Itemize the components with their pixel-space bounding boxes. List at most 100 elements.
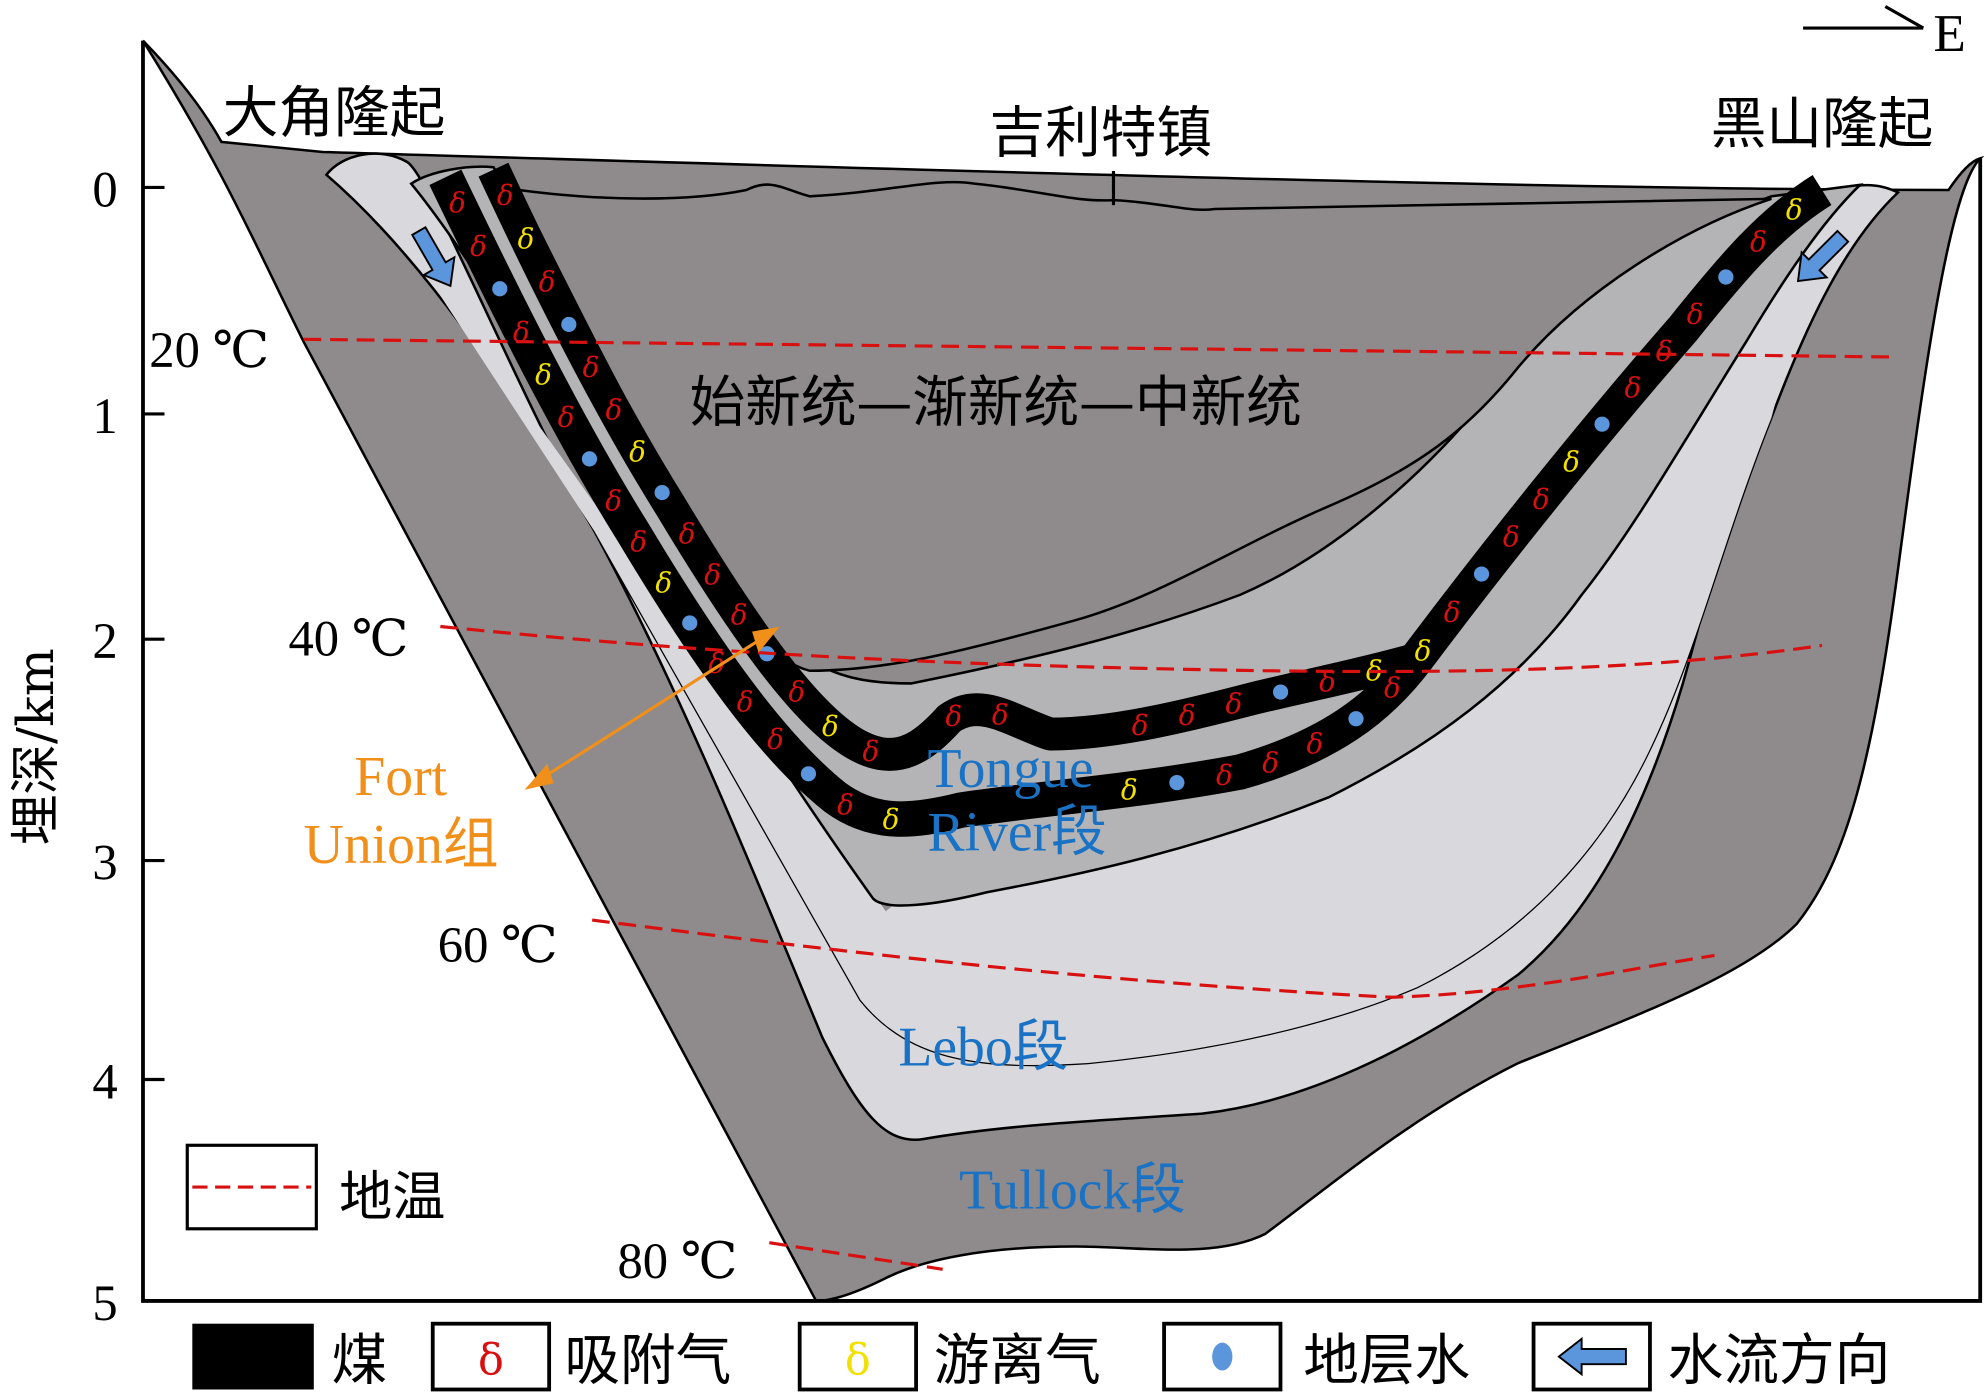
- legend-label: 煤: [332, 1328, 388, 1393]
- y-tick-label: 2: [92, 613, 117, 669]
- adsorbed-gas-icon: δ: [478, 1335, 504, 1385]
- adsorbed-gas-icon: δ: [606, 393, 623, 426]
- water-flow-arrow-icon: [1557, 1336, 1627, 1377]
- inset-legend: 地温: [185, 1143, 445, 1231]
- formation-water-icon: [1212, 1342, 1233, 1371]
- adsorbed-gas-icon: δ: [1687, 298, 1704, 331]
- lebo-label: Lebo段: [898, 1017, 1068, 1079]
- adsorbed-gas-icon: δ: [1216, 759, 1233, 792]
- formation-water-icon: [1348, 711, 1364, 727]
- free-gas-icon: δ: [535, 359, 552, 392]
- free-gas-icon: δ: [883, 803, 900, 836]
- adsorbed-gas-icon: δ: [1656, 335, 1673, 368]
- adsorbed-gas-icon: δ: [945, 700, 962, 733]
- y-tick-label: 1: [92, 388, 117, 444]
- adsorbed-gas-icon: δ: [1262, 746, 1279, 779]
- adsorbed-gas-icon: δ: [731, 599, 748, 632]
- adsorbed-gas-icon: δ: [558, 401, 575, 434]
- isotherm-label: 80 ℃: [617, 1233, 737, 1289]
- adsorbed-gas-icon: δ: [704, 558, 721, 591]
- adsorbed-gas-icon: δ: [837, 788, 854, 821]
- tongue-river-label: River段: [927, 801, 1106, 863]
- adsorbed-gas-icon: δ: [737, 686, 754, 719]
- axis-frame: [141, 40, 1983, 1303]
- formation-water-icon: [561, 316, 577, 333]
- formation-water-icon: [1718, 269, 1734, 285]
- adsorbed-gas-icon: δ: [470, 230, 487, 263]
- fort-union-label: Fort: [354, 746, 447, 808]
- coal-seam-lower: [429, 169, 1832, 837]
- adsorbed-gas-icon: δ: [539, 266, 556, 299]
- y-tick-label: 4: [92, 1053, 117, 1109]
- formation-water-icon: [581, 451, 598, 467]
- left-uplift-label: 大角隆起: [223, 81, 446, 146]
- isotherm-20: [303, 337, 1892, 359]
- free-gas-icon: δ: [1415, 634, 1432, 667]
- lebo-inner-fill: [379, 202, 1823, 1065]
- adsorbed-gas-icon: δ: [1533, 483, 1550, 516]
- legend-label: 吸附气: [564, 1328, 731, 1393]
- adsorbed-gas-icon: δ: [1226, 688, 1243, 721]
- free-gas-icon: δ: [1563, 445, 1580, 478]
- east-arrow-icon: [1803, 5, 1925, 30]
- adsorbed-gas-icon: δ: [1503, 520, 1520, 553]
- formation-water-icon: [1473, 566, 1490, 582]
- adsorbed-gas-icon: δ: [497, 179, 514, 212]
- adsorbed-gas-icon: δ: [1306, 728, 1323, 761]
- adsorbed-gas-icon: δ: [679, 518, 696, 551]
- formation-water-icon: [800, 766, 817, 782]
- isotherm-label: 60 ℃: [438, 917, 558, 973]
- adsorbed-gas-icon: δ: [862, 735, 879, 768]
- y-tick-label: 0: [92, 161, 117, 217]
- formation-water-icon: [492, 281, 508, 297]
- legend: 煤 δ 吸附气 δ 游离气 地层水 水流方向: [192, 1321, 1891, 1393]
- isotherm-label: 20 ℃: [149, 322, 269, 378]
- free-gas-icon: δ: [1121, 773, 1138, 806]
- fort-union-thickness-arrow: [524, 626, 780, 790]
- adsorbed-gas-icon: δ: [449, 187, 466, 220]
- water-flow-arrow-icon: [1796, 229, 1850, 283]
- adsorbed-gas-icon: δ: [767, 723, 784, 756]
- inset-legend-label: 地温: [339, 1166, 445, 1228]
- free-gas-icon: δ: [822, 710, 839, 743]
- coal-seam-upper: [478, 162, 1416, 771]
- adsorbed-gas-icon: δ: [1132, 709, 1149, 742]
- adsorbed-gas-icon: δ: [1750, 226, 1767, 259]
- isotherm-60: [591, 918, 1715, 999]
- free-gas-icon: δ: [655, 567, 672, 600]
- fort-union-label: Union组: [304, 814, 499, 876]
- adsorbed-gas-icon: δ: [630, 526, 647, 559]
- free-gas-icon: δ: [518, 222, 535, 255]
- legend-label: 游离气: [934, 1328, 1101, 1393]
- y-tick-label: 3: [92, 835, 117, 891]
- formation-water-icon: [654, 484, 670, 501]
- town-label: 吉利特镇: [989, 101, 1212, 166]
- direction-label: E: [1933, 5, 1965, 63]
- free-gas-icon: δ: [629, 435, 646, 468]
- adsorbed-gas-icon: δ: [1179, 699, 1196, 732]
- isotherm-80: [769, 1241, 943, 1271]
- free-gas-icon: δ: [1786, 194, 1803, 227]
- coal-swatch: [192, 1323, 314, 1390]
- adsorbed-gas-icon: δ: [605, 485, 622, 518]
- legend-label: 水流方向: [1668, 1328, 1891, 1393]
- formation-water-icon: [1169, 775, 1185, 791]
- formation-water-icon: [1272, 684, 1289, 700]
- isotherm-label: 40 ℃: [288, 611, 408, 667]
- adsorbed-gas-icon: δ: [1384, 671, 1401, 704]
- adsorbed-gas-icon: δ: [583, 351, 600, 384]
- formation-water-icon: [1594, 416, 1610, 432]
- y-axis-label: 埋深/km: [6, 648, 65, 845]
- y-tick-label: 5: [92, 1275, 117, 1331]
- water-flow-arrow-icon: [410, 225, 456, 288]
- tullock-label: Tullock段: [959, 1160, 1186, 1222]
- adsorbed-gas-icon: δ: [1625, 371, 1642, 404]
- adsorbed-gas-icon: δ: [1319, 665, 1336, 698]
- legend-label: 地层水: [1303, 1328, 1470, 1393]
- adsorbed-gas-icon: δ: [513, 316, 530, 349]
- right-uplift-label: 黑山隆起: [1711, 92, 1934, 157]
- isotherm-40: [440, 624, 1823, 674]
- tongue-river-label: Tongue: [927, 738, 1093, 800]
- formation-water-icon: [682, 615, 698, 631]
